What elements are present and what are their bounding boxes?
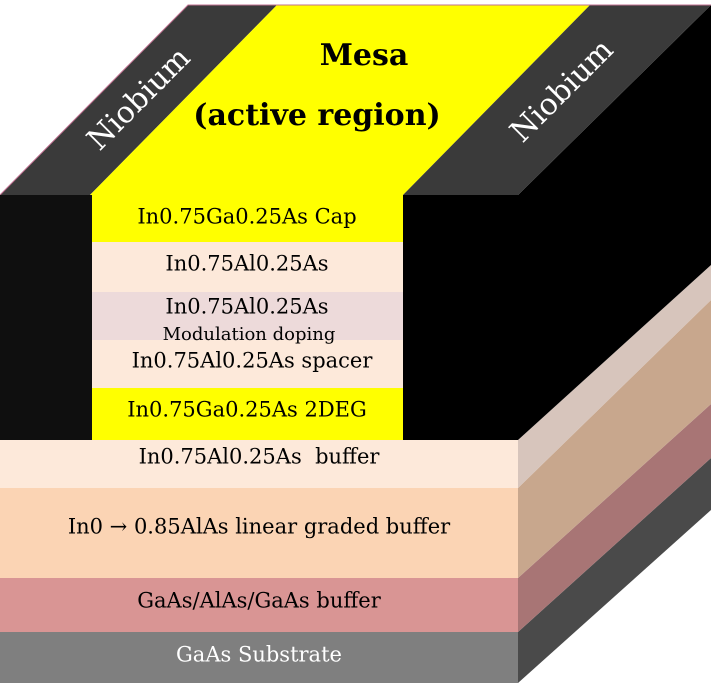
buffer-side-face: [518, 265, 711, 488]
substrate-label: GaAs Substrate: [176, 643, 342, 667]
niobium-left-top: [0, 5, 277, 195]
mesa-title: Mesa: [320, 38, 409, 73]
spacer-layer: [92, 340, 403, 388]
niobium-right-front: [403, 195, 518, 440]
graded-buffer-label: In0 → 0.85AlAs linear graded buffer: [68, 515, 451, 539]
cap-layer-label: In0.75Ga0.25As Cap: [137, 205, 356, 229]
barrier-layer-label: In0.75Al0.25As: [165, 252, 328, 276]
graded-buffer-layer: [0, 488, 518, 578]
cap-layer: [92, 195, 403, 242]
niobium-right-side-face: [518, 5, 711, 440]
doping-layer-label: In0.75Al0.25As: [165, 295, 328, 319]
substrate-layer: [0, 632, 518, 683]
spacer-layer-label: In0.75Al0.25As spacer: [132, 349, 374, 373]
doping-layer: [92, 292, 403, 340]
buffer-layer-label: In0.75Al0.25As buffer: [139, 445, 381, 469]
gaas-buffer-layer: [0, 578, 518, 632]
channel-layer-label: In0.75Ga0.25As 2DEG: [127, 398, 367, 422]
top-outline: [0, 4, 711, 196]
niobium-left-front: [0, 195, 92, 440]
mesa-top: [90, 5, 590, 195]
substrate-side-face: [518, 458, 711, 683]
gaas-buffer-side-face: [518, 404, 711, 632]
graded-buffer-side-face: [518, 300, 711, 578]
buffer-layer: [0, 440, 518, 488]
mesa-subtitle: (active region): [193, 98, 440, 133]
channel-layer: [92, 388, 403, 440]
niobium-right-top: [403, 5, 711, 195]
gaas-buffer-label: GaAs/AlAs/GaAs buffer: [137, 589, 381, 613]
doping-layer-sublabel: Modulation doping: [163, 324, 336, 345]
barrier-layer: [92, 242, 403, 292]
